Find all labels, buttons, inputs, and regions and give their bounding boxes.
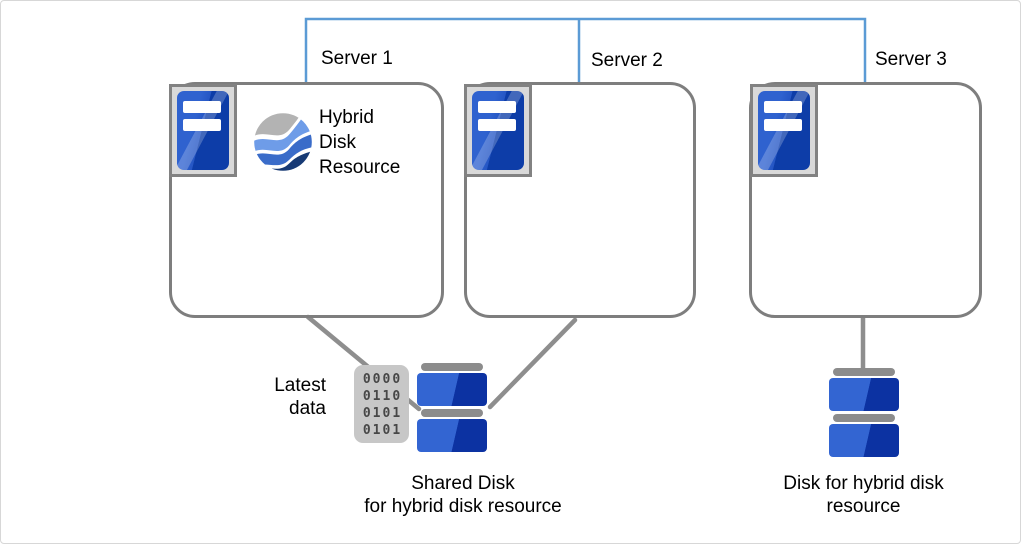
server2-label: Server 2 — [591, 50, 663, 71]
disk-cap — [421, 363, 483, 371]
hybrid-disk-resource-label: Hybrid Disk Resource — [319, 107, 401, 178]
server3-box — [749, 82, 982, 318]
latest-data-label: Latest data — [274, 375, 326, 419]
binary-data-icon: 0000 0110 0101 0101 — [354, 365, 409, 443]
disk-cap — [833, 414, 895, 422]
tower-body — [758, 91, 810, 170]
server1-box — [169, 82, 444, 318]
tower-slot — [183, 101, 221, 113]
tower-slot — [478, 101, 516, 113]
hybrid-disk-resource-logo-icon — [254, 113, 312, 171]
shared-disk-caption: Shared Disk for hybrid disk resource — [364, 473, 562, 517]
server2-box — [464, 82, 696, 318]
disk-platter — [829, 378, 899, 411]
tower-slot — [764, 101, 802, 113]
server1-label: Server 1 — [321, 48, 393, 69]
hybrid-disk-caption: Disk for hybrid disk resource — [783, 473, 944, 517]
disk-platter — [417, 373, 487, 406]
binary-row: 0110 — [362, 389, 403, 404]
disk-platter — [417, 419, 487, 452]
server2-to-shared-disk-line — [487, 317, 578, 410]
server3-tower-icon — [750, 84, 818, 177]
tower-body — [472, 91, 524, 170]
binary-row: 0101 — [362, 423, 403, 438]
server3-label: Server 3 — [875, 49, 947, 70]
server2-tower-icon — [464, 84, 532, 177]
disk-cap — [833, 368, 895, 376]
hybrid-disk-icon — [829, 368, 899, 460]
network-line — [304, 17, 867, 82]
tower-slot — [764, 119, 802, 131]
tower-body — [177, 91, 229, 170]
tower-slot — [183, 119, 221, 131]
binary-row: 0000 — [362, 372, 403, 387]
server1-tower-icon — [169, 84, 237, 177]
disk-cap — [421, 409, 483, 417]
binary-row: 0101 — [362, 406, 403, 421]
disk-platter — [829, 424, 899, 457]
tower-slot — [478, 119, 516, 131]
shared-disk-icon — [417, 363, 487, 455]
